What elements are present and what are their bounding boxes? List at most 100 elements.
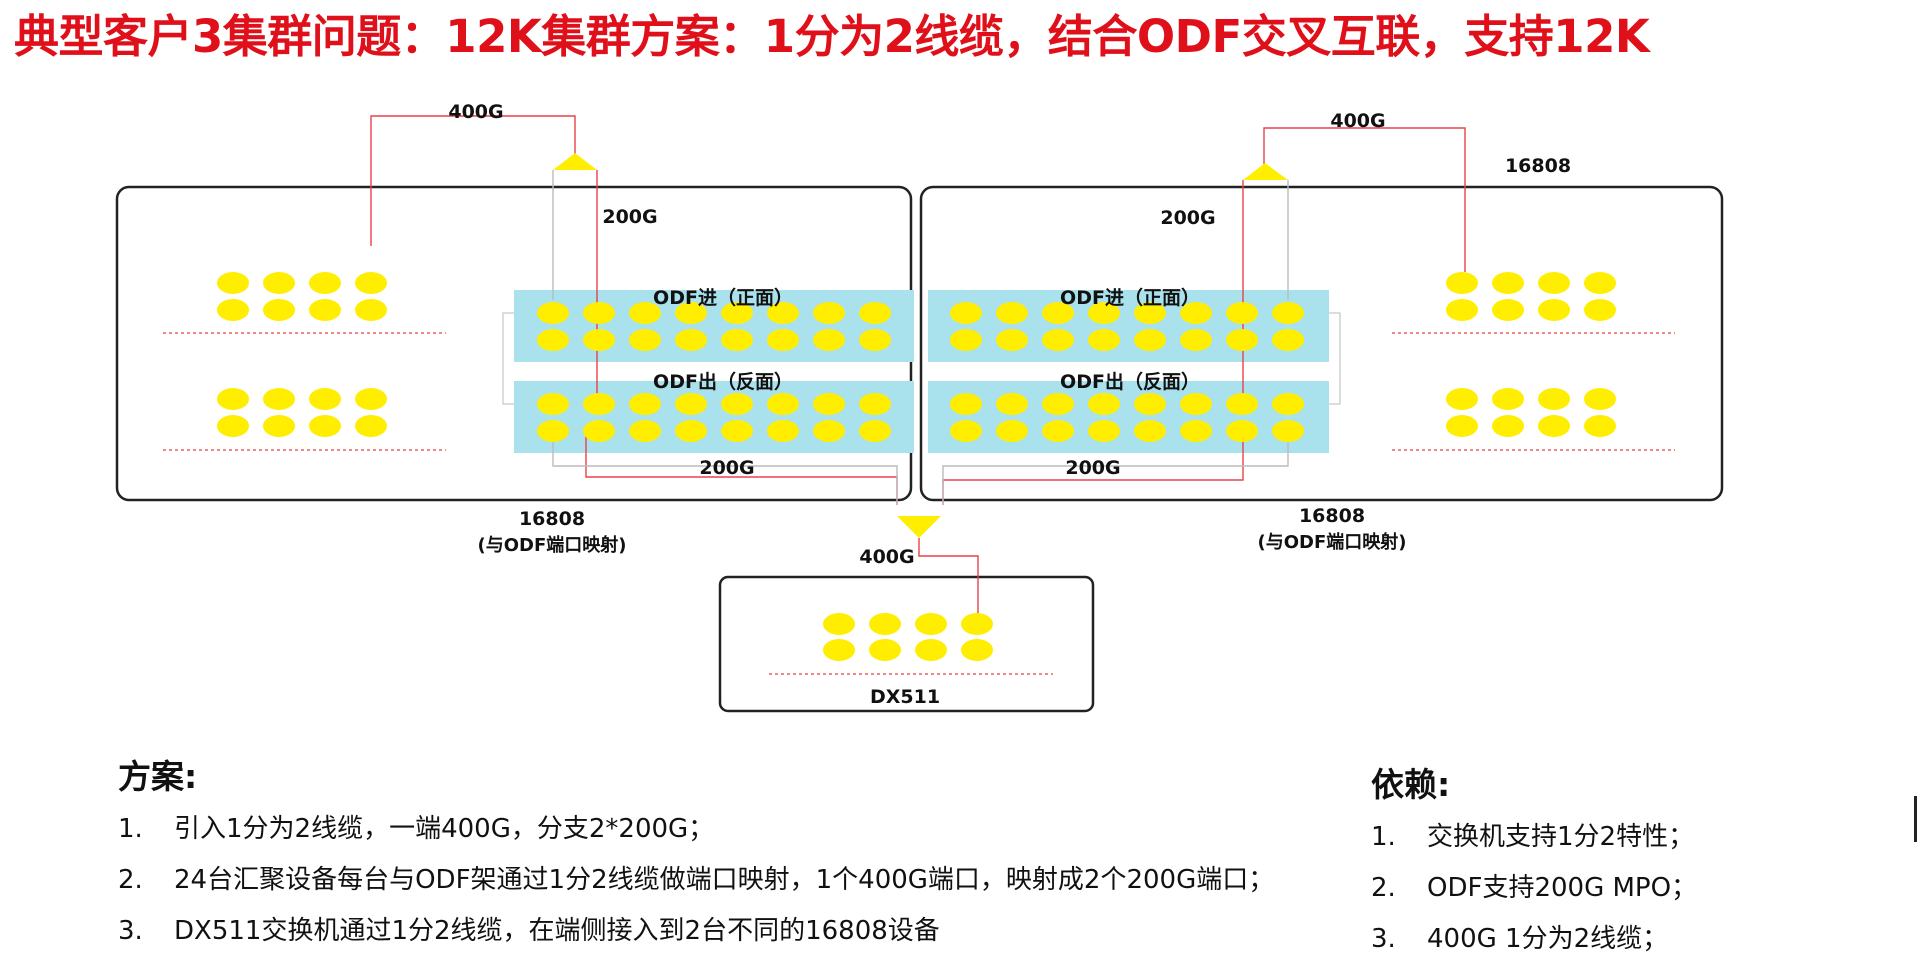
dx511-uplink-cable — [918, 538, 979, 621]
dx511-400g-label: 400G — [859, 546, 914, 568]
dependency-item-number: 3. — [1371, 924, 1396, 954]
odf-out-port-right — [950, 393, 982, 415]
left-port-upper — [355, 272, 387, 294]
odf-in-port-right — [1088, 302, 1120, 324]
odf-in-port-right — [1042, 329, 1074, 351]
left-caption-model: 16808 — [519, 508, 585, 530]
right-caption-mapping: (与ODF端口映射) — [1258, 531, 1407, 553]
odf-out-port-left — [537, 393, 569, 415]
right-16808-box — [919, 185, 1724, 502]
odf-out-port-right — [1226, 420, 1258, 442]
odf-in-port-right — [996, 329, 1028, 351]
right-port-upper — [1492, 299, 1524, 321]
odf-in-port-left — [583, 302, 615, 324]
left-odf-out-label: ODF出（反面） — [653, 370, 793, 393]
odf-out-port-right — [1134, 420, 1166, 442]
odf-out-port-right — [1088, 420, 1120, 442]
left-port-upper — [217, 272, 249, 294]
left-port-lower — [355, 415, 387, 437]
odf-in-port-right — [1134, 329, 1166, 351]
dependency-item-number: 1. — [1371, 822, 1396, 852]
left-port-lower — [309, 388, 341, 410]
dx511-name: DX511 — [870, 686, 940, 708]
odf-out-port-right — [1042, 420, 1074, 442]
dependency-item: 2.ODF支持200G MPO； — [1371, 867, 1697, 918]
odf-out-port-left — [813, 393, 845, 415]
odf-in-port-left — [583, 329, 615, 351]
odf-in-port-right — [996, 302, 1028, 324]
dependencies-list: 1.交换机支持1分2特性； 2.ODF支持200G MPO； 3.400G 1分… — [1371, 816, 1697, 969]
odf-in-port-right — [1272, 329, 1304, 351]
splitter-right — [1243, 163, 1288, 180]
plan-item-text: DX511交换机通过1分2线缆，在端侧接入到2台不同的16808设备 — [174, 916, 940, 946]
plan-list: 1.引入1分为2线缆，一端400G，分支2*200G； 2.24台汇聚设备每台与… — [118, 808, 1274, 961]
left-odf-in-label: ODF进（正面） — [653, 286, 793, 309]
scrollbar-thumb[interactable] — [1914, 796, 1917, 842]
plan-item: 1.引入1分为2线缆，一端400G，分支2*200G； — [118, 808, 1274, 859]
left-port-upper — [263, 299, 295, 321]
odf-in-port-left — [721, 329, 753, 351]
right-port-upper — [1446, 299, 1478, 321]
dx511-port — [961, 613, 993, 635]
right-port-lower — [1584, 415, 1616, 437]
right-odf-in-label: ODF进（正面） — [1060, 286, 1200, 309]
odf-out-port-left — [767, 393, 799, 415]
dx511-port — [823, 613, 855, 635]
right-port-lower — [1538, 388, 1570, 410]
right-port-lower — [1492, 388, 1524, 410]
odf-in-band-right — [928, 290, 1329, 362]
odf-out-port-left — [859, 393, 891, 415]
right-port-lower — [1538, 415, 1570, 437]
dependencies-heading: 依赖: — [1371, 765, 1451, 804]
odf-in-port-right — [1226, 302, 1258, 324]
slide-title: 典型客户3集群问题：12K集群方案：1分为2线缆，结合ODF交叉互联，支持12K — [14, 10, 1650, 63]
odf-in-port-right — [950, 302, 982, 324]
odf-in-port-left — [537, 302, 569, 324]
odf-in-port-left — [767, 329, 799, 351]
right-400g-label: 400G — [1330, 110, 1385, 132]
odf-out-port-right — [1180, 420, 1212, 442]
odf-in-port-right — [950, 329, 982, 351]
odf-out-port-left — [721, 420, 753, 442]
odf-in-port-left — [813, 329, 845, 351]
dependency-item-number: 2. — [1371, 873, 1396, 903]
odf-out-port-right — [1042, 393, 1074, 415]
right-200g-bottom-label: 200G — [1065, 457, 1120, 479]
odf-in-port-left — [859, 329, 891, 351]
left-200g-top-label: 200G — [602, 206, 657, 228]
left-port-upper — [309, 299, 341, 321]
right-device-name: 16808 — [1505, 155, 1571, 177]
odf-in-port-right — [1134, 302, 1166, 324]
dx511-port — [961, 639, 993, 661]
dx511-port — [915, 613, 947, 635]
odf-in-port-left — [675, 329, 707, 351]
odf-in-port-right — [1088, 329, 1120, 351]
odf-in-port-left — [675, 302, 707, 324]
odf-out-port-right — [1272, 420, 1304, 442]
right-200g-top-label: 200G — [1160, 207, 1215, 229]
right-port-upper — [1446, 272, 1478, 294]
odf-out-port-right — [996, 393, 1028, 415]
dx511-port — [823, 639, 855, 661]
dependency-item: 1.交换机支持1分2特性； — [1371, 816, 1697, 867]
odf-out-band-right — [928, 381, 1329, 453]
right-port-lower — [1446, 415, 1478, 437]
plan-heading: 方案: — [118, 757, 198, 796]
odf-out-port-right — [1272, 393, 1304, 415]
odf-out-port-left — [675, 393, 707, 415]
odf-out-port-left — [583, 393, 615, 415]
odf-out-port-left — [583, 420, 615, 442]
plan-item: 3.DX511交换机通过1分2线缆，在端侧接入到2台不同的16808设备 — [118, 910, 1274, 961]
plan-item-text: 引入1分为2线缆，一端400G，分支2*200G； — [174, 814, 715, 844]
dx511-port — [869, 639, 901, 661]
dx511-port — [869, 613, 901, 635]
right-port-upper — [1492, 272, 1524, 294]
odf-in-port-left — [813, 302, 845, 324]
left-port-lower — [217, 388, 249, 410]
left-400g-label: 400G — [448, 101, 503, 123]
left-port-upper — [309, 272, 341, 294]
splitter-dx511 — [897, 516, 941, 538]
odf-in-port-left — [629, 302, 661, 324]
odf-in-band-left — [514, 290, 914, 362]
